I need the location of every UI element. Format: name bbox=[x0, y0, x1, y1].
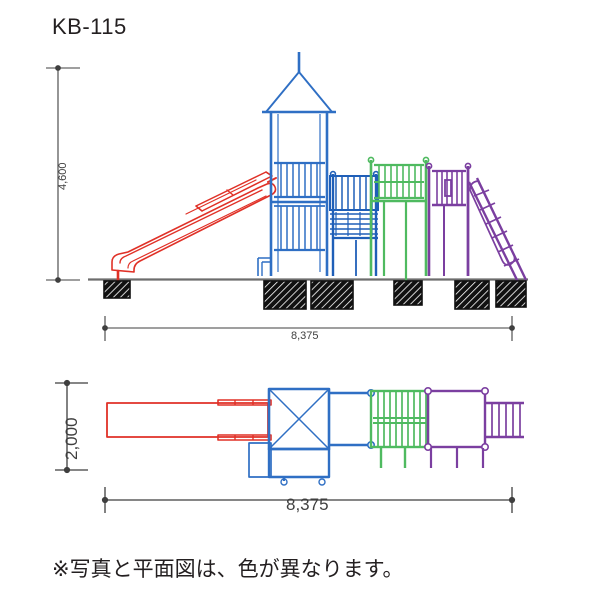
elevation-view bbox=[88, 52, 528, 310]
plan-dimension-lines bbox=[55, 379, 516, 513]
plan-view bbox=[106, 386, 524, 486]
foundation-block bbox=[103, 280, 131, 299]
elevation-dimension-lines bbox=[46, 65, 515, 341]
dimension-elevation-width: 8,375 bbox=[291, 330, 319, 342]
stair-purple bbox=[466, 166, 528, 283]
foundation-block bbox=[454, 280, 490, 310]
slide-red bbox=[106, 399, 272, 441]
tower-blue bbox=[257, 52, 336, 276]
footnote: ※写真と平面図は、色が異なります。 bbox=[52, 557, 404, 581]
foundation-block bbox=[393, 280, 423, 306]
deck-purple bbox=[425, 162, 472, 276]
deck-green bbox=[367, 156, 430, 284]
foundation-block bbox=[495, 280, 527, 308]
tower-blue bbox=[248, 387, 375, 486]
deck-purple bbox=[423, 386, 489, 468]
foundation-block bbox=[310, 280, 354, 310]
slide-red bbox=[111, 171, 277, 286]
foundation-blocks bbox=[103, 280, 527, 310]
ladder-purple bbox=[485, 401, 524, 439]
foundation-block bbox=[263, 280, 307, 310]
page-title: KB-115 bbox=[52, 14, 127, 39]
panel-green bbox=[369, 389, 430, 468]
